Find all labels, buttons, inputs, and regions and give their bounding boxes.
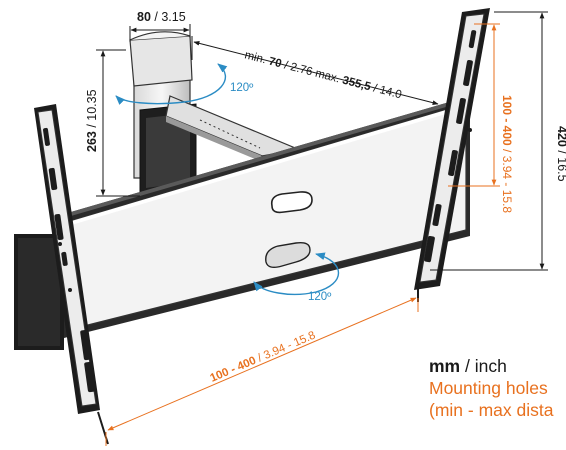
svg-text:100 - 400 / 3.94 - 15.8: 100 - 400 / 3.94 - 15.8 — [208, 329, 317, 384]
arm-height-inch: 10.35 — [85, 89, 99, 120]
horizontal-holes-inch: 3.94 - 15.8 — [262, 329, 317, 362]
legend-unit-rest: / inch — [460, 356, 507, 376]
svg-text:80 / 3.15: 80 / 3.15 — [137, 10, 186, 24]
svg-text:min. 70 / 2.76 max. 355,5 / 14: min. 70 / 2.76 max. 355,5 / 14.0 — [243, 49, 403, 101]
arm-height-mm: 263 — [85, 131, 99, 152]
legend-mounting-holes: Mounting holes — [429, 378, 548, 398]
left-rail — [34, 104, 109, 445]
extension-min-prefix: min. — [243, 49, 270, 67]
rotation-bottom-label: 120º — [308, 291, 332, 303]
extension-min-inch: 2.76 — [289, 61, 314, 78]
svg-text:420 / 16.5: 420 / 16.5 — [555, 126, 566, 182]
horizontal-holes-mm: 100 - 400 — [208, 355, 257, 385]
arm-width-mm: 80 — [137, 10, 151, 24]
vertical-holes-mm: 100 - 400 — [500, 95, 514, 146]
legend-unit-mm: mm — [429, 356, 461, 376]
right-rail — [414, 8, 490, 302]
overall-height-mm: 420 — [555, 126, 566, 147]
legend-min-max: (min - max dista — [429, 400, 554, 420]
dimension-vertical-holes: 100 - 400 / 3.94 - 15.8 — [448, 23, 514, 213]
overall-height-inch: 16.5 — [555, 157, 566, 181]
extension-max-mm: 355,5 — [341, 75, 372, 94]
tv-panel — [64, 96, 470, 338]
svg-text:263 / 10.35: 263 / 10.35 — [85, 89, 99, 152]
arm-width-inch: 3.15 — [161, 10, 185, 24]
rotation-arrow-top: 120º — [115, 63, 254, 106]
dimension-arm-height: 263 / 10.35 — [85, 49, 140, 197]
extension-max-prefix: max. — [311, 67, 344, 86]
vertical-holes-inch: 3.94 - 15.8 — [500, 156, 514, 214]
svg-text:100 - 400 / 3.94 - 15.8: 100 - 400 / 3.94 - 15.8 — [500, 95, 514, 213]
dimension-overall-height: 420 / 16.5 — [430, 11, 566, 271]
legend-units: mm / inch — [429, 355, 566, 377]
dimension-arm-width: 80 / 3.15 — [129, 10, 191, 42]
dimension-horizontal-holes: 100 - 400 / 3.94 - 15.8 — [105, 297, 419, 446]
dimension-extension: min. 70 / 2.76 max. 355,5 / 14.0 — [191, 36, 439, 105]
rotation-top-label: 120º — [230, 82, 254, 94]
legend: mm / inch Mounting holes (min - max dist… — [429, 355, 566, 421]
extension-max-inch: 14.0 — [378, 84, 403, 101]
extension-min-mm: 70 — [267, 56, 282, 71]
